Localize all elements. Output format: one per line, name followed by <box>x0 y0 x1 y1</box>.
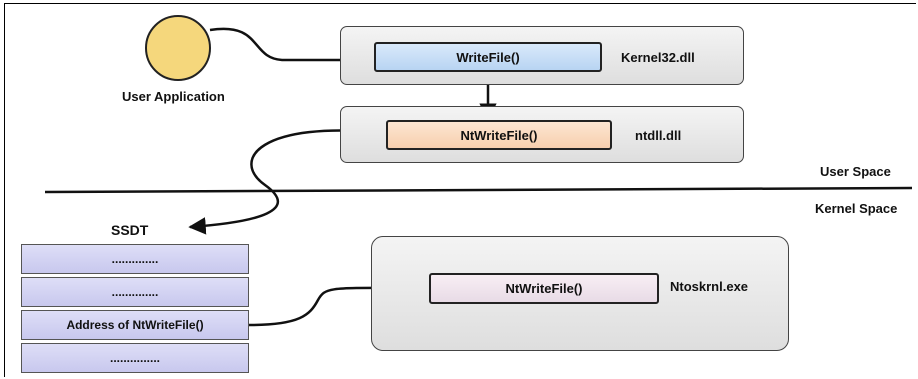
ntwritefile-user-function-box: NtWriteFile() <box>386 120 612 150</box>
ntdll-module-label: ntdll.dll <box>635 128 682 143</box>
ssdt-row: .............. <box>21 277 249 307</box>
ssdt-row: ............... <box>21 343 249 373</box>
user-space-label: User Space <box>820 164 891 179</box>
diagram-frame <box>4 3 916 377</box>
ssdt-row: .............. <box>21 244 249 274</box>
kernel32-module-label: Kernel32.dll <box>621 50 695 65</box>
user-application-label: User Application <box>122 89 225 104</box>
ntwritefile-kernel-function-box: NtWriteFile() <box>429 273 659 304</box>
user-application-node <box>145 15 211 81</box>
writefile-function-box: WriteFile() <box>374 42 602 72</box>
user-kernel-boundary-line <box>44 186 913 194</box>
arrow-user-to-writefile <box>209 27 374 69</box>
ssdt-title: SSDT <box>111 222 149 238</box>
arrow-ssdt-to-kernel-ntwritefile <box>248 279 430 327</box>
ntoskrnl-module-label: Ntoskrnl.exe <box>670 279 749 294</box>
ssdt-row-ntwritefile-address: Address of NtWriteFile() <box>21 310 249 340</box>
arrow-ntwritefile-to-ssdt <box>188 129 387 235</box>
kernel-space-label: Kernel Space <box>815 201 898 216</box>
